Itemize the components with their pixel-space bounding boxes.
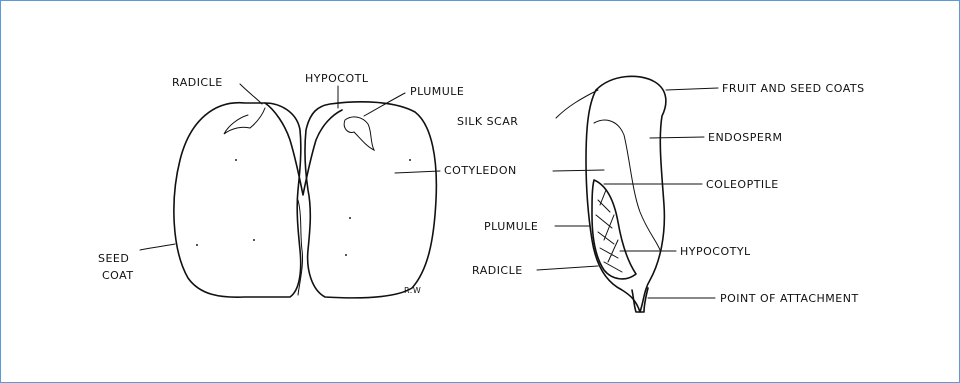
bean-dot — [196, 244, 198, 246]
bean-dot — [253, 239, 255, 241]
label-endosperm: ENDOSPERM — [708, 131, 783, 144]
leader-radicle-top — [240, 84, 262, 104]
leader-cotyledon-right — [553, 170, 604, 171]
kernel-outline — [586, 76, 666, 312]
leader-endosperm — [650, 137, 704, 138]
bean-seed-drawing — [140, 84, 440, 298]
bean-dot — [349, 217, 351, 219]
label-point-of-attachment: POINT OF ATTACHMENT — [720, 292, 859, 305]
label-hypocotyl: HYPOCOTYL — [680, 245, 751, 258]
label-radicle-right: RADICLE — [472, 264, 523, 277]
leader-seed-coat — [140, 244, 175, 250]
label-cotyledon: COTYLEDON — [444, 164, 517, 177]
label-radicle-top: RADICLE — [172, 76, 223, 89]
label-fruit-seed-coats: FRUIT AND SEED COATS — [722, 82, 865, 95]
bean-dot — [409, 159, 411, 161]
label-silk-scar: SILK SCAR — [457, 115, 518, 128]
bean-embryo-axis — [265, 103, 342, 195]
leader-plumule-top — [364, 93, 405, 116]
label-initials: R.W — [404, 286, 421, 295]
leader-cotyledon — [395, 171, 440, 173]
label-plumule-right: PLUMULE — [484, 220, 538, 233]
label-plumule-top: PLUMULE — [410, 85, 464, 98]
bean-plumule — [344, 117, 374, 150]
bean-radicle-tip — [224, 108, 265, 134]
left-cotyledon-outline — [174, 103, 301, 297]
corn-kernel-drawing — [537, 76, 718, 312]
label-coleoptile: COLEOPTILE — [706, 178, 779, 191]
label-seed-coat-line2: COAT — [102, 269, 134, 282]
leader-fruit-seed-coats — [666, 88, 718, 90]
leader-radicle-right — [537, 266, 598, 270]
label-hypocotl: HYPOCOTL — [305, 72, 369, 85]
embryo-shading — [596, 190, 622, 272]
bean-dot — [235, 159, 237, 161]
endosperm-boundary — [594, 120, 660, 250]
label-seed-coat-line1: SEED — [98, 252, 129, 265]
bean-dot — [345, 254, 347, 256]
